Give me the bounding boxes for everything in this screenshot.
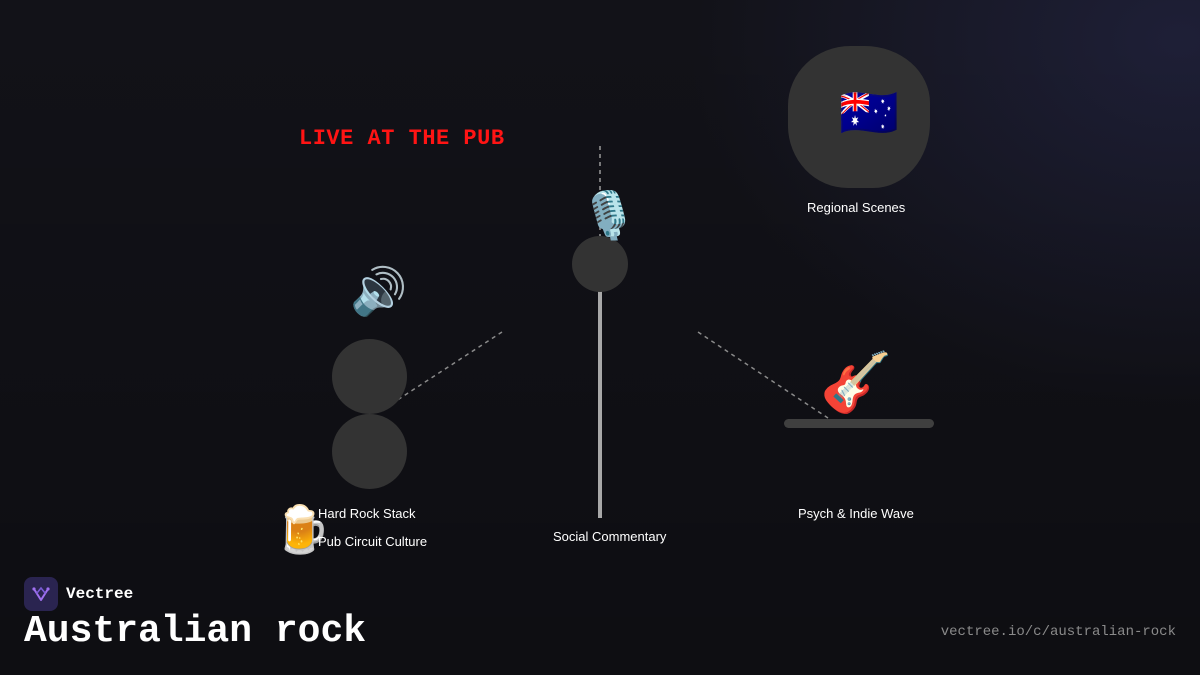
guitar-icon: 🎸: [820, 350, 893, 415]
brand[interactable]: Vectree: [24, 577, 133, 611]
microphone-icon: 🎙️: [580, 189, 638, 241]
regional-scenes-label: Regional Scenes: [807, 200, 906, 215]
brand-name: Vectree: [66, 585, 134, 603]
connector-right-dashed: [697, 331, 829, 419]
psych-indie-wave-node: [784, 419, 934, 428]
speaker-icon: 🔊: [350, 265, 408, 317]
social-commentary-label: Social Commentary: [553, 529, 667, 544]
hard-rock-stack-label: Hard Rock Stack: [318, 506, 416, 521]
regional-scenes-node: [788, 46, 930, 188]
hard-rock-stack-node-upper: [332, 339, 407, 414]
page-title: Australian rock: [24, 610, 367, 653]
diagram-heading: LIVE AT THE PUB: [299, 126, 505, 151]
page-url[interactable]: vectree.io/c/australian-rock: [940, 624, 1176, 640]
social-commentary-node: [572, 236, 628, 292]
hard-rock-stack-node-lower: [332, 414, 407, 489]
psych-indie-wave-label: Psych & Indie Wave: [798, 506, 914, 521]
beer-mug-icon: 🍺: [273, 503, 331, 555]
vectree-logo-icon: [24, 577, 58, 611]
mic-stand: [598, 290, 602, 518]
australia-flag-icon: 🇦🇺: [839, 87, 899, 140]
pub-circuit-culture-label: Pub Circuit Culture: [318, 534, 428, 549]
